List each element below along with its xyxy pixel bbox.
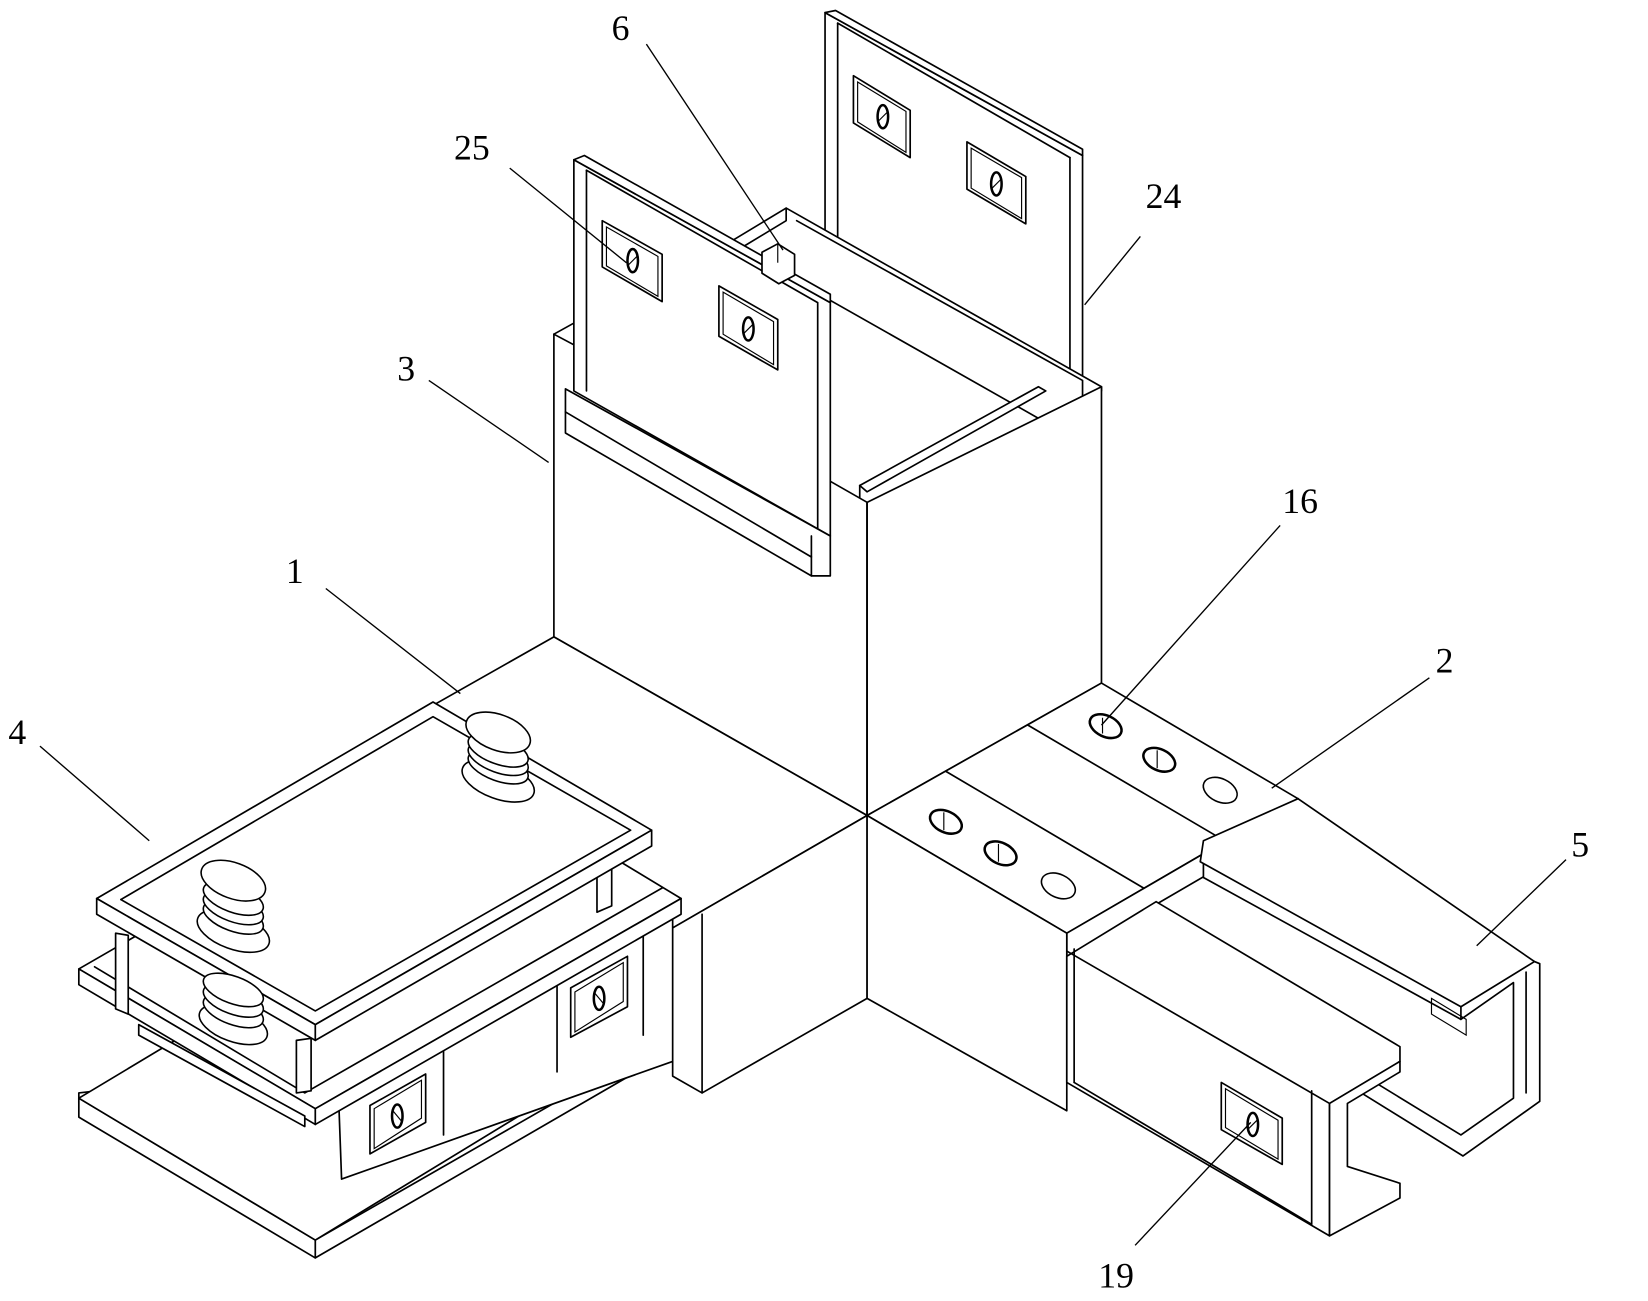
front-upright-plate [564,154,832,577]
clamp-knob [196,859,271,954]
leader-25 [509,167,627,264]
label-19: 19 [1098,1255,1134,1295]
bolt-holes [928,713,1238,900]
leader-2 [1271,677,1430,789]
leader-4 [39,745,150,842]
window-lock [966,141,1027,225]
label-4: 4 [8,712,26,752]
label-6: 6 [612,8,630,48]
window-lock [852,74,912,159]
label-3: 3 [397,348,415,388]
leader-5 [1476,859,1567,947]
latch-pin [761,242,796,285]
label-25: 25 [454,128,490,168]
leader-3 [428,379,550,463]
c-channel-rear [1199,797,1541,1157]
window-lock [601,219,663,303]
label-16: 16 [1282,481,1318,521]
callout-labels: 6 25 24 3 16 2 1 4 5 19 [8,8,1589,1295]
leader-6 [645,43,784,251]
c-channel-front [1065,900,1401,1237]
window-lock [1220,1081,1284,1166]
leader-1 [325,587,461,695]
leader-lines [39,43,1567,1246]
leader-19 [1134,1121,1252,1246]
leader-16 [1100,524,1281,726]
window-lock [718,285,779,371]
label-5: 5 [1571,824,1589,864]
leader-24 [1084,236,1141,306]
window-lock [569,955,629,1039]
clamp-knob [461,711,536,803]
label-2: 2 [1436,641,1454,681]
clamp-spring [198,972,269,1046]
label-24: 24 [1146,176,1182,216]
window-lock [369,1073,427,1155]
rear-upright-plate [824,9,1084,390]
label-1: 1 [286,551,304,591]
